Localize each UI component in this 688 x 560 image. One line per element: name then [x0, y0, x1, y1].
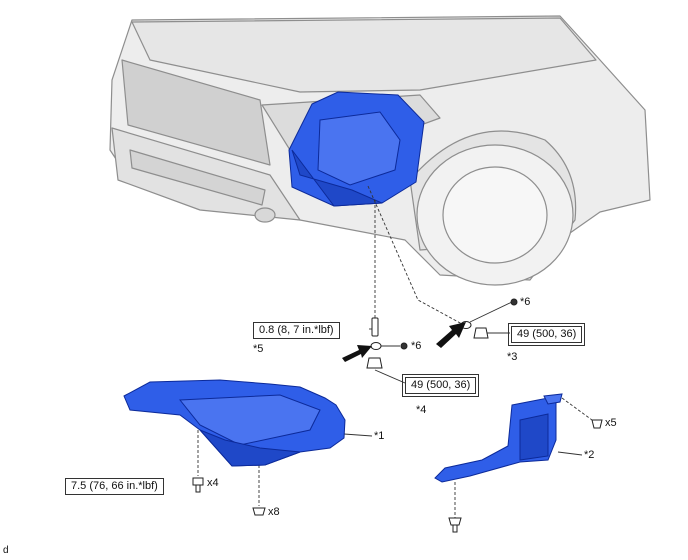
callout-c2: *2	[584, 449, 595, 461]
engine-under-cover	[123, 379, 346, 467]
callout-c6-upper: *6	[520, 296, 531, 308]
gasket-lower-dot	[400, 342, 408, 350]
wheel-rim	[442, 166, 548, 264]
transaxle-shade	[291, 149, 383, 207]
hood	[131, 17, 597, 93]
bracket-shade	[519, 413, 549, 461]
bolt-c5	[371, 317, 379, 337]
front-grille	[121, 59, 271, 166]
vehicle-front	[109, 15, 651, 286]
callout-c5: *5	[253, 343, 264, 355]
quantity-x5: x5	[605, 417, 617, 429]
bracket-screw	[448, 517, 462, 533]
quantity-x8: x8	[268, 506, 280, 518]
transaxle-detail	[317, 111, 401, 186]
plug-c4	[366, 357, 383, 369]
transaxle-assembly	[288, 91, 425, 207]
torque-plug-right: 49 (500, 36)	[507, 323, 586, 346]
arrow-upper	[436, 322, 466, 348]
leader-c6-upper	[367, 185, 463, 325]
leader-c6-upper-dot	[469, 301, 513, 323]
torque-plug-center: 49 (500, 36)	[401, 374, 480, 397]
quantity-x4: x4	[207, 477, 219, 489]
callout-c3: *3	[507, 351, 518, 363]
callout-c1: *1	[374, 430, 385, 442]
leader-bracket-bolt	[561, 397, 593, 421]
callout-c6-lower: *6	[411, 340, 422, 352]
torque-cover-bolt: 7.5 (76, 66 in.*lbf)	[65, 478, 164, 495]
leader-c4-plug	[374, 369, 406, 384]
direction-arrows	[342, 322, 466, 362]
gasket-lower	[370, 342, 382, 350]
gasket-upper-dot	[510, 298, 518, 306]
bracket-bolt	[591, 419, 603, 429]
plug-c3	[473, 327, 489, 339]
under-cover-bracket	[434, 393, 563, 483]
bracket-flange	[543, 393, 563, 405]
arrow-lower	[342, 345, 372, 362]
under-cover-rib	[178, 394, 321, 446]
callout-c4: *4	[416, 404, 427, 416]
leader-c2	[557, 451, 583, 456]
torque-small-bolt: 0.8 (8, 7 in.*lbf)	[253, 322, 340, 339]
corner-mark: d	[3, 545, 9, 556]
cover-bolt	[192, 477, 204, 493]
under-cover-shade	[199, 429, 301, 467]
fog-light	[254, 207, 276, 223]
cover-screw	[252, 507, 266, 516]
lower-intake	[129, 149, 266, 206]
